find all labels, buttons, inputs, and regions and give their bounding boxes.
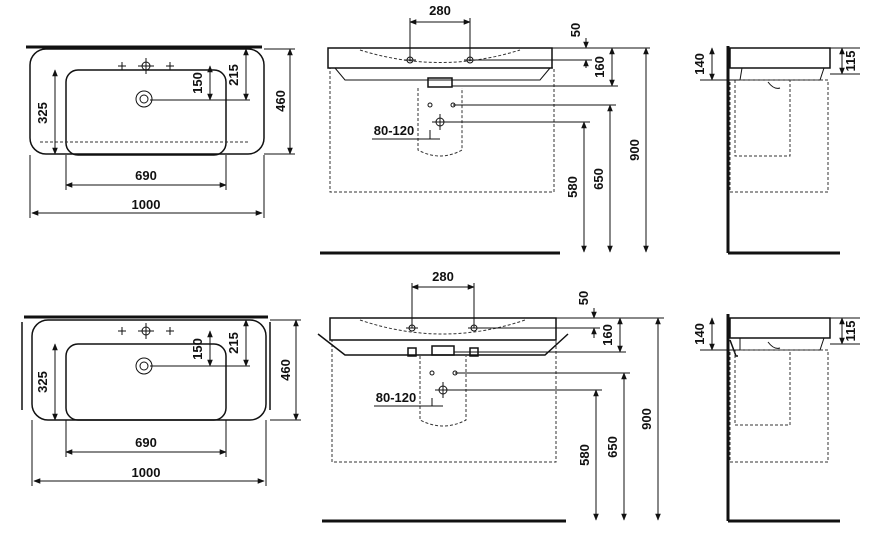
top-view-basin-1: 690 1000 460 215 150 325 [26,45,295,218]
dim-total-width: 1000 [132,197,161,212]
dim-side-depth-1: 140 [692,323,707,345]
top-view-basin-2: 690 1000 460 215 150 325 [21,315,301,486]
dim-waste-height-2: 650 [605,436,620,458]
dim-depth: 460 [278,359,293,381]
dim-rim: 50 [568,23,583,37]
dim-overflow-height: 160 [592,56,607,78]
dim-waste-spacing: 80-120 [374,123,414,138]
front-view-basin-2: 280 50 160 80-120 580 650 900 [317,269,664,523]
side-view-basin-2: 140 115 [692,314,860,523]
dim-waste-height-2: 650 [591,168,606,190]
dim-total-height: 900 [627,139,642,161]
dim-total-width: 1000 [132,465,161,480]
dim-waste-height-1: 580 [565,176,580,198]
dim-side-depth-2: 115 [843,51,858,72]
dim-tap-depth: 215 [226,64,241,86]
dim-total-height: 900 [639,408,654,430]
dim-side-depth-1: 140 [692,53,707,75]
waste-outlet-icon [427,102,456,130]
dim-side-depth: 325 [35,102,50,124]
tap-hole-icon [118,323,174,339]
dim-side-depth: 325 [35,371,50,393]
waste-outlet-icon [429,370,458,398]
side-view-basin-1: 140 115 [692,46,860,255]
dim-waste-spacing: 80-120 [376,390,416,405]
dim-rim: 50 [576,291,591,305]
dim-depth: 460 [273,90,288,112]
drain-icon [135,90,153,108]
dim-side-depth-2: 115 [843,321,858,342]
front-view-basin-1: 280 50 160 80-120 580 650 900 [320,3,650,255]
tap-hole-icon [118,58,174,74]
dim-waste-height-1: 580 [577,444,592,466]
drain-icon [135,357,153,375]
dim-bowl-width: 690 [135,435,157,450]
dim-tap-spacing: 280 [432,269,454,284]
dim-overflow-height: 160 [600,324,615,346]
dim-tap-depth: 215 [226,332,241,354]
dim-bowl-width: 690 [135,168,157,183]
dim-tap-spacing: 280 [429,3,451,18]
dim-tap-offset: 150 [190,338,205,360]
dim-tap-offset: 150 [190,72,205,94]
